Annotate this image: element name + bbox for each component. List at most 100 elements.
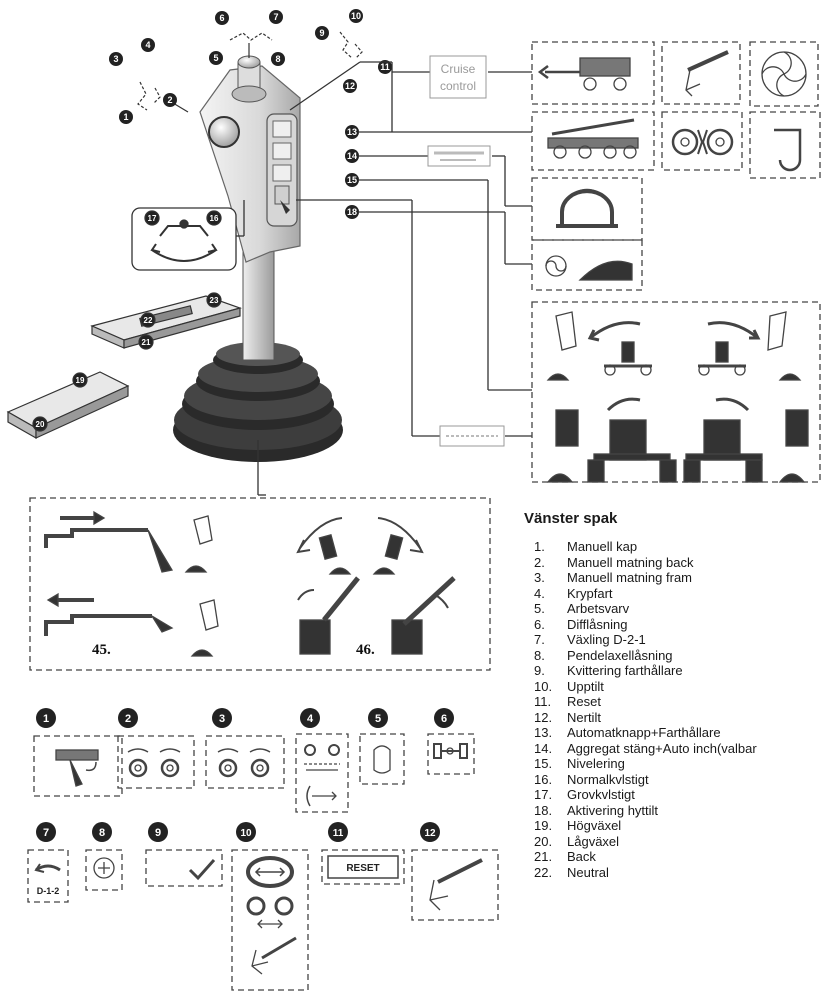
hi-lo-plate: 19 20 <box>8 372 128 438</box>
svg-text:15: 15 <box>347 175 357 185</box>
legend-item-text: Upptilt <box>567 679 825 695</box>
svg-text:4: 4 <box>307 713 314 725</box>
svg-text:13: 13 <box>347 127 357 137</box>
svg-text:6: 6 <box>219 13 224 23</box>
legend-item-text: Manuell matning fram <box>567 570 825 586</box>
badge-8: 8 <box>271 52 285 66</box>
badge-14: 14 <box>345 149 359 163</box>
legend-item-text: Krypfart <box>567 586 825 602</box>
svg-text:20: 20 <box>36 420 45 429</box>
legend-item-number: 11. <box>522 694 567 710</box>
legend-item: 11.Reset <box>522 694 825 710</box>
figure-caption-45: 45. <box>92 642 111 658</box>
legend-item-number: 4. <box>522 586 567 602</box>
badge-15: 15 <box>345 173 359 187</box>
svg-text:7: 7 <box>273 12 278 22</box>
svg-text:8: 8 <box>275 54 280 64</box>
legend-item-text: Manuell matning back <box>567 555 825 571</box>
legend-item: 5.Arbetsvarv <box>522 601 825 617</box>
badge-5: 5 <box>209 51 223 65</box>
grid-badge-3: 3 <box>212 708 232 728</box>
badge-2: 2 <box>163 93 177 107</box>
legend-item: 12.Nertilt <box>522 710 825 726</box>
grid-badge-9: 9 <box>148 822 168 842</box>
legend-item-number: 21. <box>522 849 567 865</box>
small-label-box-14 <box>428 146 490 166</box>
svg-text:11: 11 <box>333 828 344 839</box>
legend-item-text: Normalkvlstigt <box>567 772 825 788</box>
svg-text:10: 10 <box>240 828 252 839</box>
badge-4: 4 <box>141 38 155 52</box>
legend-item-number: 12. <box>522 710 567 726</box>
badge-18: 18 <box>345 205 359 219</box>
legend-item-number: 8. <box>522 648 567 664</box>
legend-item-number: 9. <box>522 663 567 679</box>
legend-item: 21.Back <box>522 849 825 865</box>
reset-label: RESET <box>346 863 379 874</box>
svg-text:21: 21 <box>142 338 151 347</box>
grid-badge-8: 8 <box>92 822 112 842</box>
grid-badge-11: 11 <box>328 822 348 842</box>
svg-text:5: 5 <box>213 53 218 63</box>
legend-item-text: Difflåsning <box>567 617 825 633</box>
legend-item: 13.Automatknapp+Farthållare <box>522 725 825 741</box>
legend-item-text: Aktivering hyttilt <box>567 803 825 819</box>
trim-speed-box: 17 16 <box>132 208 236 270</box>
grid-badge-6: 6 <box>434 708 454 728</box>
badge-9: 9 <box>315 26 329 40</box>
legend-item-number: 20. <box>522 834 567 850</box>
legend-item-text: Arbetsvarv <box>567 601 825 617</box>
cruise-label-line2: control <box>440 79 476 93</box>
badge-12: 12 <box>343 79 357 93</box>
svg-text:8: 8 <box>99 827 105 839</box>
legend-item: 9.Kvittering farthållare <box>522 663 825 679</box>
legend-item: 6.Difflåsning <box>522 617 825 633</box>
icon-box-harvester <box>532 112 654 170</box>
legend-item-number: 14. <box>522 741 567 757</box>
grid-badge-10: 10 <box>236 822 256 842</box>
badge-6: 6 <box>215 11 229 25</box>
legend-item: 17.Grovkvlstigt <box>522 787 825 803</box>
legend-item: 2.Manuell matning back <box>522 555 825 571</box>
svg-text:2: 2 <box>167 95 172 105</box>
svg-text:17: 17 <box>148 214 157 223</box>
badge-1: 1 <box>119 110 133 124</box>
legend-item: 18.Aktivering hyttilt <box>522 803 825 819</box>
icon-box-tilt-rotation <box>532 178 642 240</box>
svg-text:16: 16 <box>210 214 219 223</box>
legend-item: 16.Normalkvlstigt <box>522 772 825 788</box>
badge-10: 10 <box>349 9 363 23</box>
grid-badge-5: 5 <box>368 708 388 728</box>
svg-text:12: 12 <box>424 828 436 839</box>
icon-box-cruise-machine <box>532 42 654 104</box>
badge-13: 13 <box>345 125 359 139</box>
legend-item-number: 22. <box>522 865 567 881</box>
legend-item: 4.Krypfart <box>522 586 825 602</box>
svg-text:10: 10 <box>351 11 361 21</box>
legend-item: 20.Lågväxel <box>522 834 825 850</box>
icon-box-rotor-1 <box>750 42 818 106</box>
legend-item-text: Manuell kap <box>567 539 825 555</box>
svg-text:9: 9 <box>319 28 324 38</box>
legend-item: 22.Neutral <box>522 865 825 881</box>
legend-item: 3.Manuell matning fram <box>522 570 825 586</box>
cruise-label-line1: Cruise <box>441 62 476 76</box>
legend-item-number: 19. <box>522 818 567 834</box>
svg-text:7: 7 <box>43 827 49 839</box>
icon-box-crane-1 <box>662 42 740 104</box>
grid-icon-boxes <box>28 734 498 990</box>
icon-legend-grid: 1 2 3 4 5 6 7 8 9 10 11 12 <box>36 708 454 842</box>
svg-text:3: 3 <box>219 713 225 725</box>
svg-text:11: 11 <box>380 62 390 72</box>
small-label-box-bottom <box>440 426 504 446</box>
legend-item-number: 15. <box>522 756 567 772</box>
legend-item-text: Pendelaxellåsning <box>567 648 825 664</box>
figure-caption-46: 46. <box>356 642 375 658</box>
legend-item-text: Reset <box>567 694 825 710</box>
grid-badge-1: 1 <box>36 708 56 728</box>
legend-item-text: Nivelering <box>567 756 825 772</box>
svg-text:3: 3 <box>113 54 118 64</box>
legend-item-number: 18. <box>522 803 567 819</box>
legend-item-number: 16. <box>522 772 567 788</box>
